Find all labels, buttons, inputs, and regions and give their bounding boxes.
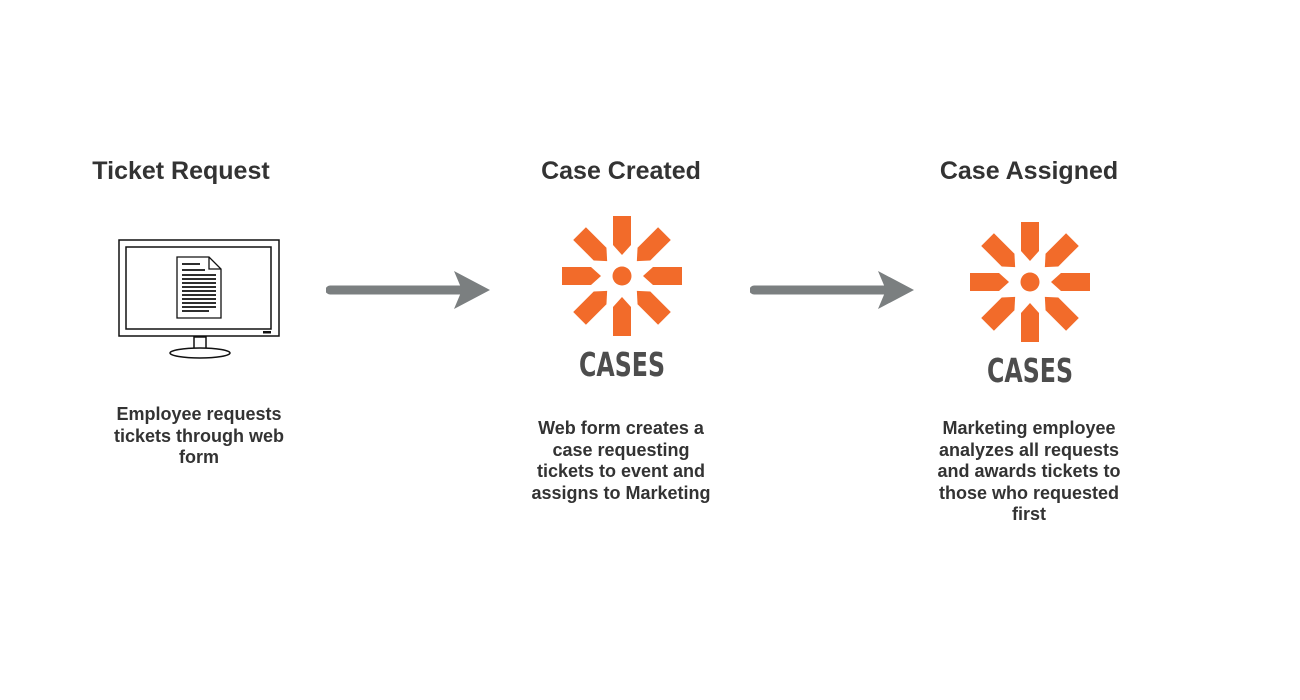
cases-logo-petals <box>970 222 1090 342</box>
arrow-right-icon <box>326 271 490 309</box>
step-3-title: Case Assigned <box>939 157 1119 185</box>
cases-logo-text: CASES <box>579 345 665 384</box>
cases-logo-text: CASES <box>987 351 1073 390</box>
step-2-title: Case Created <box>541 157 701 185</box>
step-2-description: Web form creates a case requesting ticke… <box>531 418 711 503</box>
cases-logo-center-dot <box>1020 272 1040 292</box>
cases-logo-icon: CASES <box>562 216 682 384</box>
cases-logo-center-dot <box>612 266 632 286</box>
step-1-title: Ticket Request <box>92 157 270 185</box>
document-icon <box>176 256 222 319</box>
step-1-description: Employee requests tickets through web fo… <box>113 404 285 467</box>
step-3-description: Marketing employee analyzes all requests… <box>937 418 1121 524</box>
arrow-right-icon <box>750 271 914 309</box>
computer-document-icon <box>118 239 280 359</box>
cases-logo-icon: CASES <box>970 222 1090 390</box>
cases-logo-petals <box>562 216 682 336</box>
